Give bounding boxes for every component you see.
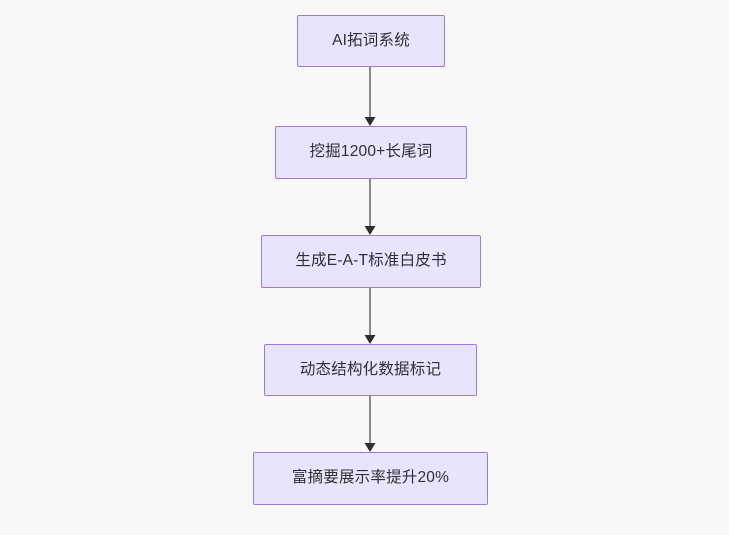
arrowhead-icon <box>364 335 376 344</box>
flowchart-node-label: AI拓词系统 <box>332 31 410 49</box>
flowchart-node-n1[interactable]: AI拓词系统 <box>297 15 445 67</box>
flowchart-node-label: 生成E-A-T标准白皮书 <box>295 252 447 270</box>
flowchart-node-n3[interactable]: 生成E-A-T标准白皮书 <box>261 235 481 288</box>
arrowhead-icon <box>364 443 376 452</box>
edge-n4-to-n5 <box>364 396 376 452</box>
flowchart-node-label: 挖掘1200+长尾词 <box>309 143 433 161</box>
flowchart-node-label: 动态结构化数据标记 <box>299 360 442 378</box>
arrowhead-icon <box>364 226 376 235</box>
arrowhead-icon <box>364 117 376 126</box>
edge-n3-to-n4 <box>364 288 376 344</box>
flowchart-node-label: 富摘要展示率提升20% <box>291 469 450 487</box>
flowchart-node-n5[interactable]: 富摘要展示率提升20% <box>253 452 488 505</box>
flowchart-node-n4[interactable]: 动态结构化数据标记 <box>264 344 477 396</box>
edge-n1-to-n2 <box>364 67 376 126</box>
edge-n2-to-n3 <box>364 179 376 235</box>
flowchart-node-n2[interactable]: 挖掘1200+长尾词 <box>275 126 467 179</box>
